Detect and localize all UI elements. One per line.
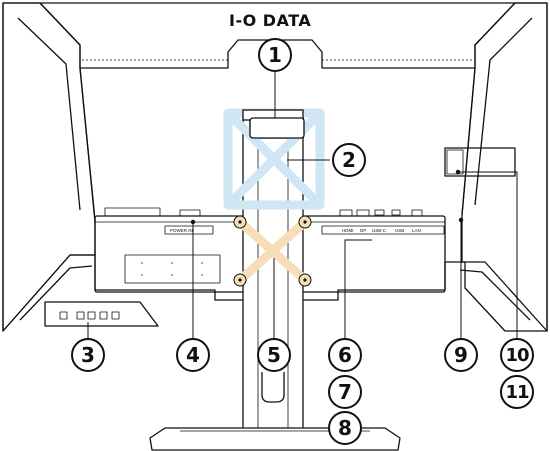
callout-2: 2	[332, 143, 366, 177]
callout-6: 6	[328, 338, 362, 372]
side-panel-right	[461, 2, 548, 332]
usbc-label: USB-C	[372, 228, 387, 233]
port-label-box	[321, 225, 445, 235]
callout-11: 11	[500, 375, 534, 409]
button-panel	[44, 301, 159, 327]
vesa-orange-area	[237, 218, 308, 284]
cable-clip	[261, 372, 285, 403]
lan-label: LAN	[412, 228, 421, 233]
callout-3: 3	[71, 338, 105, 372]
lower-vent-block	[124, 254, 221, 284]
hdmi-label: HDMI	[342, 228, 354, 233]
callout-10: 10	[500, 338, 534, 372]
side-bracket	[444, 147, 516, 177]
callout-8: 8	[328, 411, 362, 445]
callout-7: 7	[328, 375, 362, 409]
brand-logo: I-O DATA	[229, 11, 312, 30]
power-in-label: POWER IN	[170, 228, 193, 233]
callout-1: 1	[258, 38, 292, 72]
port-row	[339, 209, 423, 217]
dp-label: DP	[360, 228, 366, 233]
leader-lines	[87, 70, 518, 340]
callout-9: 9	[444, 338, 478, 372]
callout-5: 5	[257, 338, 291, 372]
usb-label: USB	[395, 228, 404, 233]
power-label-box	[164, 225, 214, 235]
side-panel-left	[2, 2, 96, 332]
callout-4: 4	[176, 338, 210, 372]
